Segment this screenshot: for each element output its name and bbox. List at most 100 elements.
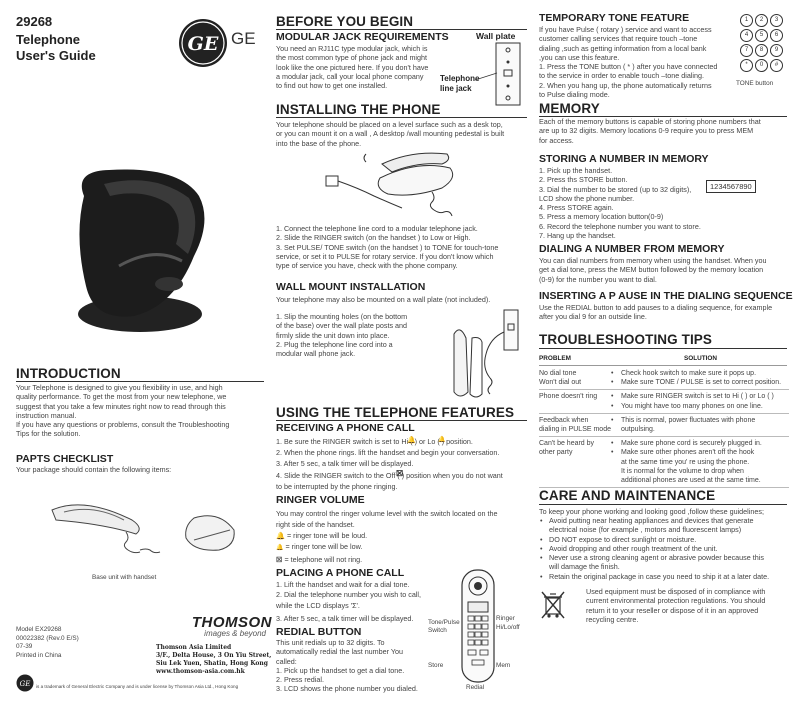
keypad-key: 8 [755,44,768,57]
checklist-title: PAPTS CHECKLIST [16,453,114,465]
keypad-key: 5 [755,29,768,42]
thomson-address: Thomson Asia Limited 3/F., Delta House, … [156,644,271,676]
keypad-key: * [740,59,753,72]
temp-tone-line: dialing ,such as getting information fro… [539,43,707,53]
storing-step: 5. Press a memory location button(0-9) [539,212,664,222]
address-line: www.thomson-asia.com.hk [156,668,245,675]
bullet-icon: • [611,379,614,387]
before-rule [276,29,527,30]
keypad-key: 1 [740,14,753,27]
solution-text: additional phones are used at the same t… [621,477,761,485]
care-item-text: will damage the finish. [549,562,620,572]
solution-text: at the same time you' re using the phone… [621,458,750,466]
base-unit-caption: Base unit with handset [92,574,157,581]
imprint-block: Model EX29268 00022382 (Rev.0 E/S) 07-39… [16,626,79,660]
place-step: 2. Dial the telephone number you wish to… [276,590,422,600]
care-item: •Avoid putting near heating appliances a… [539,516,769,525]
solution-line: at the same time you' re using the phone… [611,458,789,467]
address-line: Siu Lek Yuen, Shatin, Hong Kong [156,660,268,667]
store-label: Store [428,662,444,669]
problem-line: Feedback when [539,416,589,424]
ringer-label-1: Ringer [496,615,515,622]
lcd-display: 1234567890 [706,180,756,193]
care-intro: To keep your phone working and looking g… [539,507,764,516]
tone-pulse-label-1: Tone/Pulse [428,619,460,626]
trouble-rule [539,348,787,349]
solution-line: •This is normal, power fluctuates with p… [611,416,789,425]
redial-line: 3. LCD shows the phone number you dialed… [276,684,418,694]
receive-step: 2. When the phone rings. lift the handse… [276,448,500,458]
thomson-logo: THOMSON images & beyond [162,614,272,638]
temp-tone-line: to the service in order to enable touch … [539,71,705,81]
base-unit-sketch [44,490,244,575]
jack-line: a modular jack, call your local phone co… [276,71,424,81]
solution-text: Make sure phone cord is securely plugged… [621,440,762,448]
keypad-key: 9 [770,44,783,57]
memory-line: are up to 32 digits. Memory locations 0-… [539,126,754,136]
place-step: 3. After 5 sec, a talk timer will be dis… [276,614,414,624]
model-number: 29268 [16,14,53,29]
place-step: while the LCD displays 'Σ'. [276,600,360,610]
bullet-icon: • [611,393,614,401]
pause-line: after you dial 9 for an outside line. [539,312,647,322]
receive-steps: 1. Be sure the RINGER switch is set to H… [276,436,503,492]
temp-tone-line: ,you can use this feature. [539,52,620,62]
solution-line: •Make sure other phones aren't off the h… [611,448,789,457]
tone-button-label: TONE button [736,80,774,87]
installing-line: into the base of the phone. [276,138,362,148]
jack-line: You need an RJ11C type modular jack, whi… [276,44,428,53]
imprint-model: Model EX29268 [16,626,62,633]
ge-monogram-icon: GE [179,19,227,67]
ge-small-logo-icon: GE [16,674,34,697]
installing-text: Your telephone should be placed on a lev… [276,120,504,148]
redial-line: called: [276,656,297,666]
redial-label: Redial [466,684,485,691]
keypad-key: 2 [755,14,768,27]
redial-line: This unit redials up to 32 digits. To [276,638,385,647]
dialing-line: You can dial numbers from memory when us… [539,256,767,265]
place-step: 1. Lift the handset and wait for a dial … [276,580,410,589]
installing-step: service, or set it to PULSE for rotary s… [276,251,494,261]
telephone-jack-label: Telephone line jack [440,74,479,94]
problem-line: other party [539,449,573,457]
memory-line: for access. [539,135,574,145]
svg-text:GE: GE [20,680,31,688]
intro-line: If you have any questions or problems, c… [16,420,230,430]
using-rule [276,420,527,421]
wallmount-step: modular wall phone jack. [276,349,356,359]
jack-line: the most common type of phone jack and m… [276,53,428,63]
keypad-key: 4 [740,29,753,42]
dialing-line: get a dial tone, press the MEM button fo… [539,265,764,275]
care-item-text: Retain the original package in case you … [549,571,770,581]
handset-diagram [458,568,498,689]
volume-title: RINGER VOLUME [276,494,365,506]
redial-line: 1. Pick up the handset to get a dial ton… [276,665,405,675]
wallmount-text: Your telephone may also be mounted on a … [276,295,491,304]
redial-line: 2. Press redial. [276,675,324,685]
ge-brand-text: GE [231,29,256,48]
jack-line: to find out how to get one installed. [276,81,388,91]
place-steps: 1. Lift the handset and wait for a dial … [276,580,421,625]
storing-title: STORING A NUMBER IN MEMORY [539,153,709,165]
trouble-solution: •Check hook switch to make sure it pops … [611,369,789,387]
wallmount-step: firmly slide the unit down into place. [276,330,390,340]
intro-title: INTRODUCTION [16,366,121,381]
temp-tone-text: If you have Pulse ( rotary ) service and… [539,25,717,99]
imprint-printed: Printed in China [16,651,62,659]
installing-step: type of service you have, check with the… [276,261,458,271]
disposal-text: Used equipment must be disposed of in co… [586,587,765,624]
volume-item-text: = telephone will not ring. [284,555,363,564]
solution-header: SOLUTION [684,355,718,362]
solution-text: You might have too many phones on one li… [621,402,763,410]
care-rule [539,504,787,505]
bell-off-icon: ☒ [396,469,404,478]
care-item: electrical noise (for example , motors a… [539,525,769,534]
receive-title: RECEIVING A PHONE CALL [276,422,415,434]
intro-rule [16,381,264,382]
